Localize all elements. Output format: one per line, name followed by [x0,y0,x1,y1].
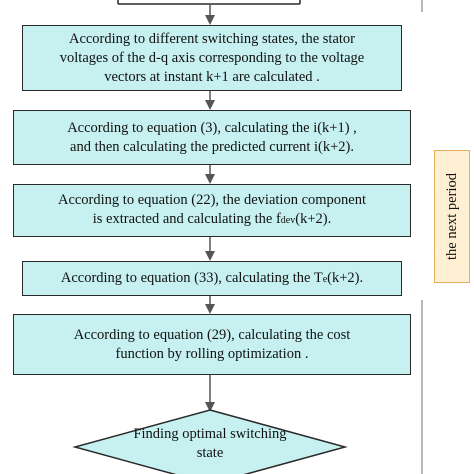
step-3-line-2: is extracted and calculating the fdev(k+… [58,210,366,230]
decision-diamond [72,409,348,474]
step-box-1: According to different switching states,… [22,25,402,91]
step-1-line-3: vectors at instant k+1 are calculated . [104,68,320,85]
step-5-line-2: function by rolling optimization . [115,345,309,362]
step-3-suffix: (k+2). [295,211,332,227]
step-5-line-1: According to equation (29), calculating … [73,326,351,343]
decision-line-1: Finding optimal switching [133,426,287,442]
decision-text: Finding optimal switching state [110,425,310,463]
step-1-line-1: According to different switching states,… [68,30,356,47]
step-box-5: According to equation (29), calculating … [13,314,411,375]
next-period-label: the next period [443,173,460,260]
step-3-subscript: dev [280,215,296,226]
step-1-line-2: voltages of the d-q axis corresponding t… [59,49,365,66]
next-period-label-box: the next period [434,150,470,283]
step-3-line-1: According to equation (22), the deviatio… [57,192,367,208]
step-2-line-2: and then calculating the predicted curre… [70,138,354,155]
step-4-line: According to equation (33), calculating … [61,269,363,289]
step-box-2: According to equation (3), calculating t… [13,110,411,165]
step-box-4: According to equation (33), calculating … [22,261,402,296]
step-4-subscript: e [322,273,328,285]
decision-line-2: state [196,445,224,461]
step-3-text: is extracted and calculating the f [92,211,281,227]
step-2-line-1: According to equation (3), calculating t… [67,119,357,136]
step-4-text: According to equation (33), calculating … [60,269,323,286]
step-box-3: According to equation (22), the deviatio… [13,184,411,237]
step-4-suffix: (k+2). [327,269,364,286]
